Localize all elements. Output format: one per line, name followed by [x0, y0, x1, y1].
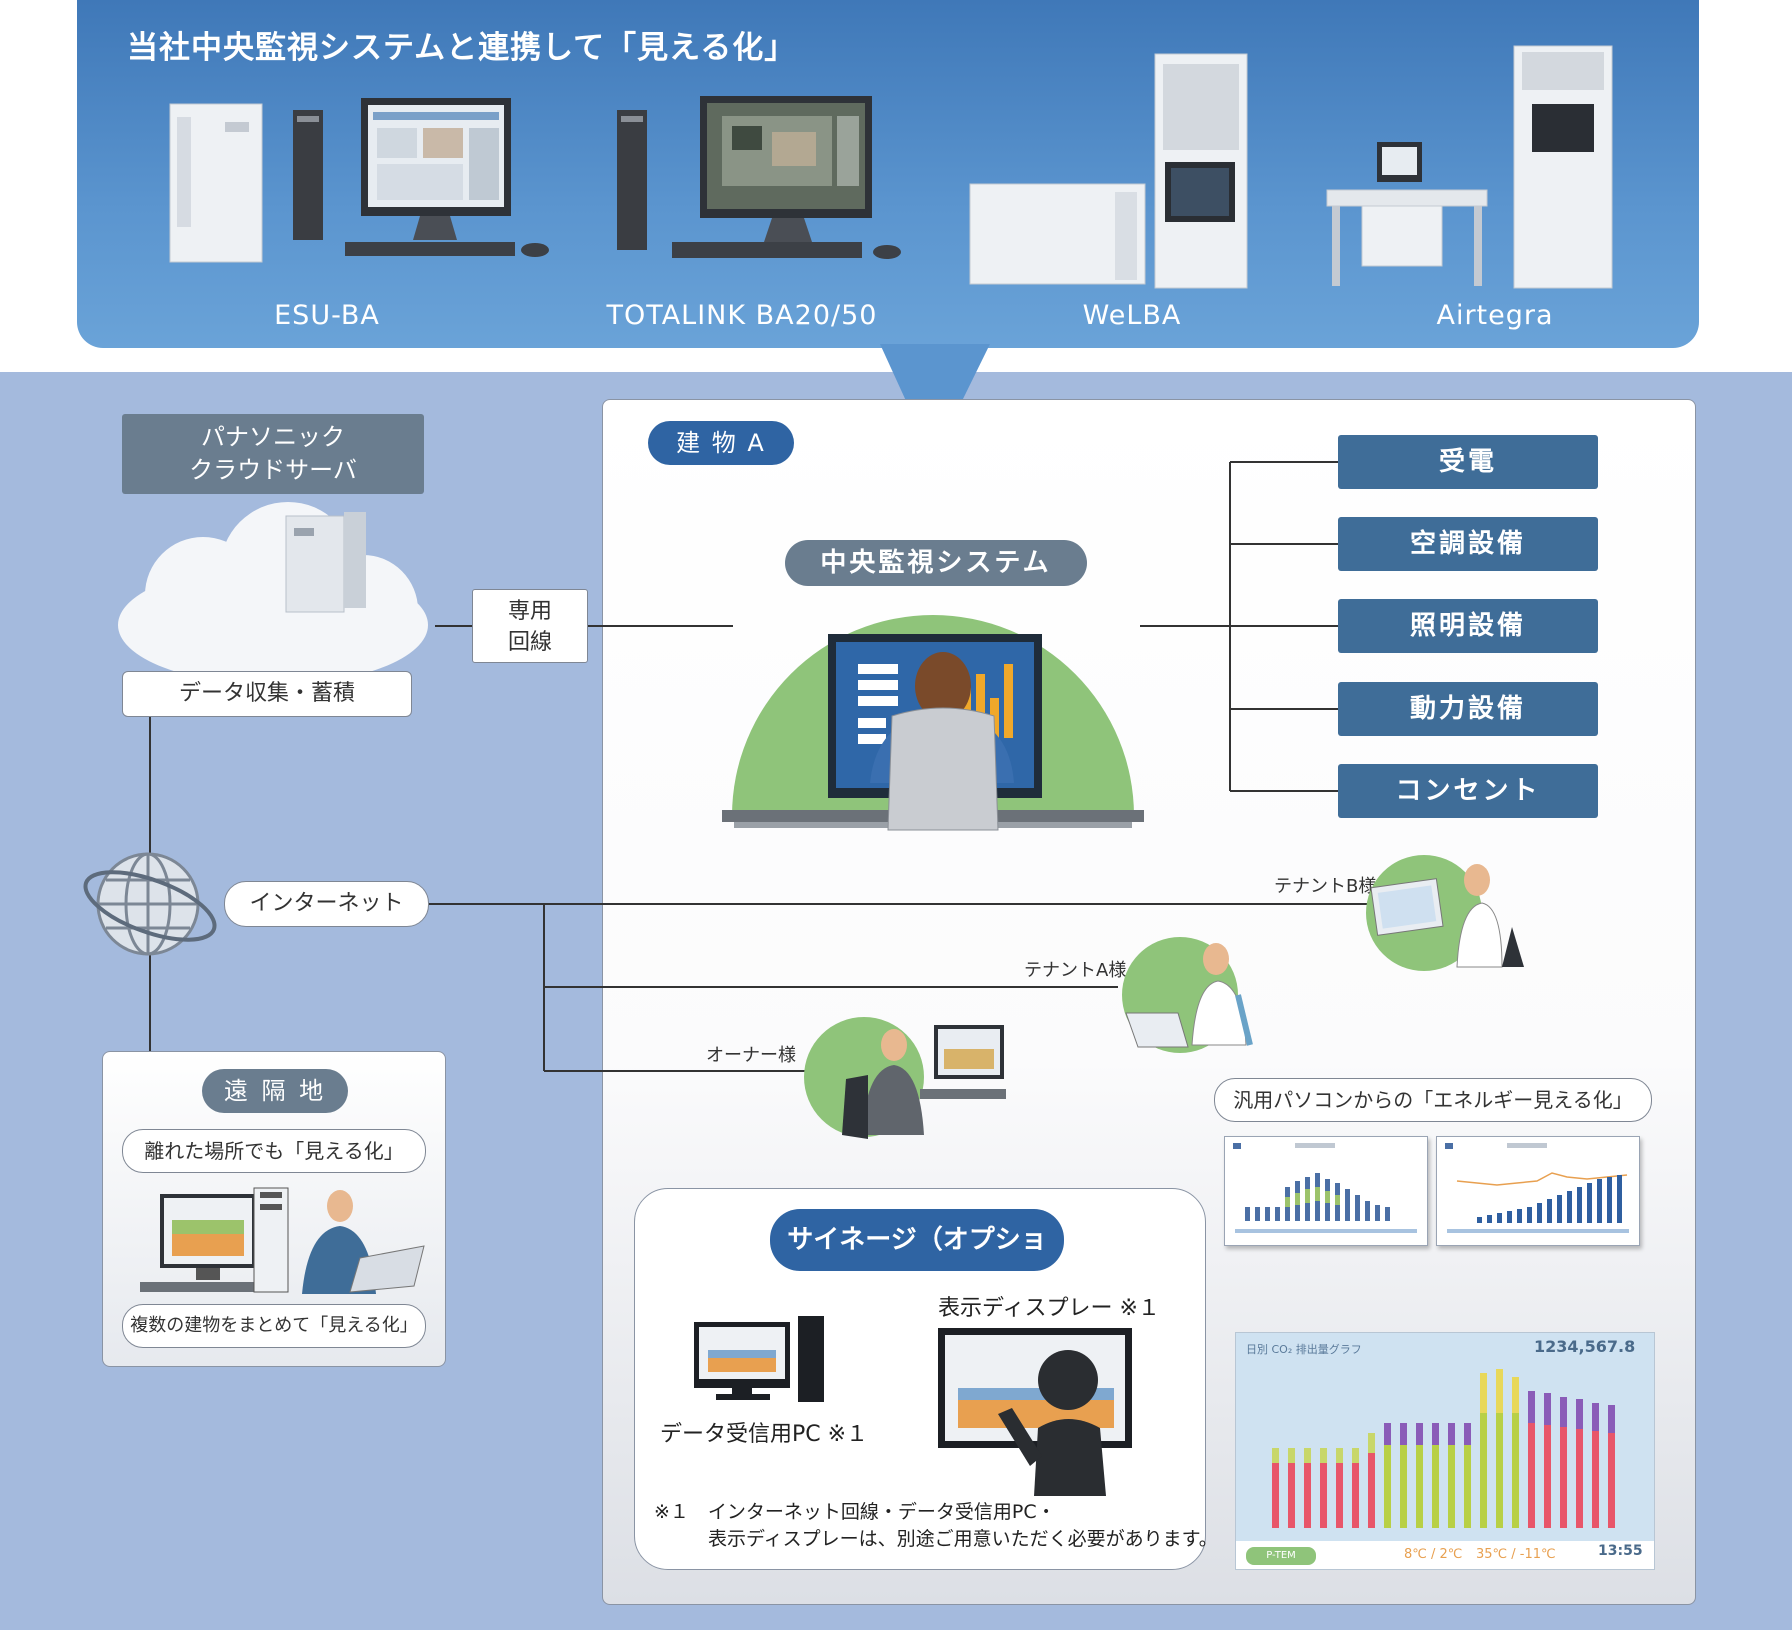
integration-banner [77, 0, 1699, 348]
product-welba-label: WeLBA [1082, 300, 1182, 331]
signage-time: 13:55 [1598, 1543, 1643, 1559]
signage-screen-title: 日別 CO₂ 排出量グラフ [1246, 1343, 1362, 1356]
remote-caption-2: 複数の建物をまとめて「見える化」 [122, 1304, 426, 1348]
data-pc-label: データ受信用PC ※１ [660, 1422, 869, 1447]
equipment-lighting: 照明設備 [1338, 599, 1598, 653]
signage-temp-2: 35℃ / -11℃ [1476, 1547, 1556, 1562]
welba-hardware-image [969, 53, 1248, 289]
signage-total-value: 1234,567.8 [1534, 1337, 1636, 1356]
equipment-power: 動力設備 [1338, 682, 1598, 736]
banner-title: 当社中央監視システムと連携して「見える化」 [127, 30, 797, 66]
signage-brand: P-TEM [1246, 1547, 1316, 1565]
cloud-title-line1: パナソニック [201, 423, 345, 451]
pc-visualization-label: 汎用パソコンからの「エネルギー見える化」 [1214, 1078, 1652, 1122]
product-airtegra-label: Airtegra [1436, 300, 1554, 331]
display-screen-icon [938, 1328, 1132, 1496]
signage-note-2: 表示ディスプレーは、別途ご用意いただく必要があります。 [708, 1528, 1218, 1550]
signage-bars [1272, 1369, 1615, 1528]
tenant-b-illustration [1366, 855, 1524, 971]
product-esu-ba-label: ESU-BA [274, 300, 380, 331]
leased-line-text1: 専用 [507, 599, 552, 624]
signage-temp-1: 8℃ / 2℃ [1404, 1547, 1463, 1562]
esu-ba-hardware-image [169, 98, 549, 263]
cloud-title-line2: クラウドサーバ [189, 456, 357, 484]
signage-screen: 日別 CO₂ 排出量グラフ 1234,567.8 P-TEM 8℃ / 2℃ 3… [1236, 1333, 1654, 1569]
equipment-outlet: コンセント [1338, 764, 1598, 818]
leased-line-text2: 回線 [507, 630, 552, 655]
equipment-air-conditioning: 空調設備 [1338, 517, 1598, 571]
tenant-a-label: テナントA様 [1024, 960, 1127, 981]
pc-screen-bar-chart [1224, 1136, 1428, 1246]
tenant-a-illustration [1122, 937, 1253, 1053]
cloud-icon [118, 502, 428, 685]
data-receiving-pc-icon [694, 1316, 824, 1402]
signage-bar-chart [1236, 1369, 1654, 1569]
airtegra-hardware-image [1326, 45, 1613, 289]
owner-illustration [804, 1017, 1006, 1139]
building-a-label: 建 物 A [648, 421, 794, 465]
product-totalink-label: TOTALINK BA20/50 [606, 300, 878, 331]
remote-site-label: 遠 隔 地 [202, 1069, 348, 1113]
remote-site-illustration [140, 1187, 425, 1294]
cloud-server-title: パナソニック クラウドサーバ [122, 414, 424, 494]
remote-caption-1: 離れた場所でも「見える化」 [122, 1129, 426, 1173]
display-label: 表示ディスプレー ※１ [938, 1296, 1160, 1321]
signage-title: サイネージ（オプション） [770, 1209, 1064, 1317]
central-system-label: 中央監視システム [785, 540, 1087, 586]
equipment-power-receiving: 受電 [1338, 435, 1598, 489]
internet-label: インターネット [224, 881, 429, 927]
globe-icon [83, 852, 217, 956]
owner-label: オーナー様 [706, 1045, 796, 1066]
data-collection-box: データ収集・蓄積 [122, 671, 412, 717]
pc-screen-trend-chart [1436, 1136, 1640, 1246]
signage-note-1: ※１ インターネット回線・データ受信用PC・ [654, 1501, 1056, 1523]
tenant-b-label: テナントB様 [1274, 876, 1377, 897]
central-monitoring-illustration [722, 615, 1144, 831]
totalink-hardware-image [617, 96, 901, 259]
leased-line-box: 専用 回線 [472, 589, 588, 663]
